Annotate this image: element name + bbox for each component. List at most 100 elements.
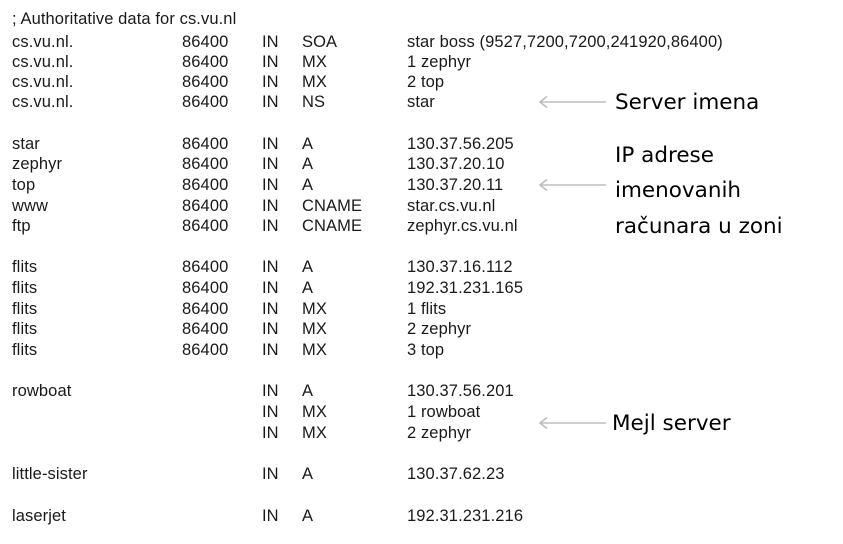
record-value: 130.37.56.201 <box>407 382 514 400</box>
record-name: laserjet <box>12 507 66 525</box>
arrow-left-icon <box>538 416 608 430</box>
record-type: MX <box>302 341 327 359</box>
record-ttl: 86400 <box>182 341 229 359</box>
record-value: 3 top <box>407 341 445 359</box>
record-ttl: 86400 <box>182 279 229 297</box>
record-row: www 86400 IN CNAME star.cs.vu.nl <box>12 196 812 216</box>
record-name: flits <box>12 300 38 318</box>
record-value: 130.37.20.11 <box>407 176 504 194</box>
record-class: IN <box>262 176 279 194</box>
record-name: www <box>12 197 49 215</box>
record-type: CNAME <box>302 197 363 215</box>
record-class: IN <box>262 73 279 91</box>
record-ttl: 86400 <box>182 155 229 173</box>
record-class: IN <box>262 93 279 111</box>
record-row: flits 86400 IN A 192.31.231.165 <box>12 278 812 298</box>
record-value: 192.31.231.165 <box>407 279 524 297</box>
record-ttl: 86400 <box>182 300 229 318</box>
record-row: cs.vu.nl. 86400 IN NS star <box>12 92 812 112</box>
record-name: flits <box>12 258 38 276</box>
zone-file-heading: ; Authoritative data for cs.vu.nl <box>12 10 237 28</box>
record-row: flits 86400 IN A 130.37.16.112 <box>12 257 812 277</box>
record-ttl: 86400 <box>182 217 229 235</box>
record-name: flits <box>12 341 38 359</box>
record-type: MX <box>302 300 327 318</box>
record-name: top <box>12 176 36 194</box>
record-class: IN <box>262 135 279 153</box>
record-value: star <box>407 93 435 111</box>
record-type: SOA <box>302 33 338 51</box>
record-class: IN <box>262 403 279 421</box>
record-name: cs.vu.nl. <box>12 33 74 51</box>
record-class: IN <box>262 300 279 318</box>
record-value: 192.31.231.216 <box>407 507 524 525</box>
record-type: CNAME <box>302 217 363 235</box>
record-class: IN <box>262 507 279 525</box>
record-row: cs.vu.nl. 86400 IN MX 2 top <box>12 72 812 92</box>
record-name: cs.vu.nl. <box>12 53 74 71</box>
record-value: 2 top <box>407 73 445 91</box>
record-type: MX <box>302 73 327 91</box>
record-class: IN <box>262 341 279 359</box>
record-type: A <box>302 279 314 297</box>
record-value: 2 zephyr <box>407 320 472 338</box>
record-type: NS <box>302 93 326 111</box>
annotation-ip-adrese-line-1: IP adrese <box>615 143 714 168</box>
record-row: star 86400 IN A 130.37.56.205 <box>12 134 812 154</box>
record-ttl: 86400 <box>182 73 229 91</box>
record-value: 1 zephyr <box>407 53 472 71</box>
record-value: 2 zephyr <box>407 424 472 442</box>
record-ttl: 86400 <box>182 197 229 215</box>
record-type: A <box>302 465 314 483</box>
record-name: star <box>12 135 40 153</box>
record-name: flits <box>12 279 38 297</box>
record-ttl: 86400 <box>182 93 229 111</box>
record-value: 130.37.20.10 <box>407 155 505 173</box>
record-value: zephyr.cs.vu.nl <box>407 217 518 235</box>
record-class: IN <box>262 382 279 400</box>
record-ttl: 86400 <box>182 258 229 276</box>
record-value: 130.37.62.23 <box>407 465 505 483</box>
record-ttl: 86400 <box>182 320 229 338</box>
record-class: IN <box>262 258 279 276</box>
record-type: A <box>302 258 314 276</box>
record-type: A <box>302 135 314 153</box>
record-row: flits 86400 IN MX 3 top <box>12 340 812 360</box>
record-name: cs.vu.nl. <box>12 73 74 91</box>
record-class: IN <box>262 465 279 483</box>
record-type: A <box>302 382 314 400</box>
annotation-ip-adrese-line-2: imenovanih <box>615 178 742 203</box>
record-class: IN <box>262 279 279 297</box>
record-type: A <box>302 176 314 194</box>
record-name: cs.vu.nl. <box>12 93 74 111</box>
record-class: IN <box>262 33 279 51</box>
record-name: zephyr <box>12 155 63 173</box>
record-type: MX <box>302 53 327 71</box>
record-class: IN <box>262 197 279 215</box>
record-type: MX <box>302 320 327 338</box>
annotation-server-imena: Server imena <box>615 90 760 115</box>
record-value: star.cs.vu.nl <box>407 197 496 215</box>
record-type: MX <box>302 403 327 421</box>
record-ttl: 86400 <box>182 53 229 71</box>
record-class: IN <box>262 53 279 71</box>
record-ttl: 86400 <box>182 33 229 51</box>
record-type: MX <box>302 424 327 442</box>
record-value: 130.37.16.112 <box>407 258 513 276</box>
record-value: 130.37.56.205 <box>407 135 514 153</box>
record-ttl: 86400 <box>182 135 229 153</box>
arrow-left-icon <box>538 95 608 109</box>
annotation-ip-adrese-line-3: računara u zoni <box>615 214 783 239</box>
record-name: flits <box>12 320 38 338</box>
record-row: cs.vu.nl. 86400 IN MX 1 zephyr <box>12 52 812 72</box>
record-name: ftp <box>12 217 31 235</box>
record-class: IN <box>262 155 279 173</box>
